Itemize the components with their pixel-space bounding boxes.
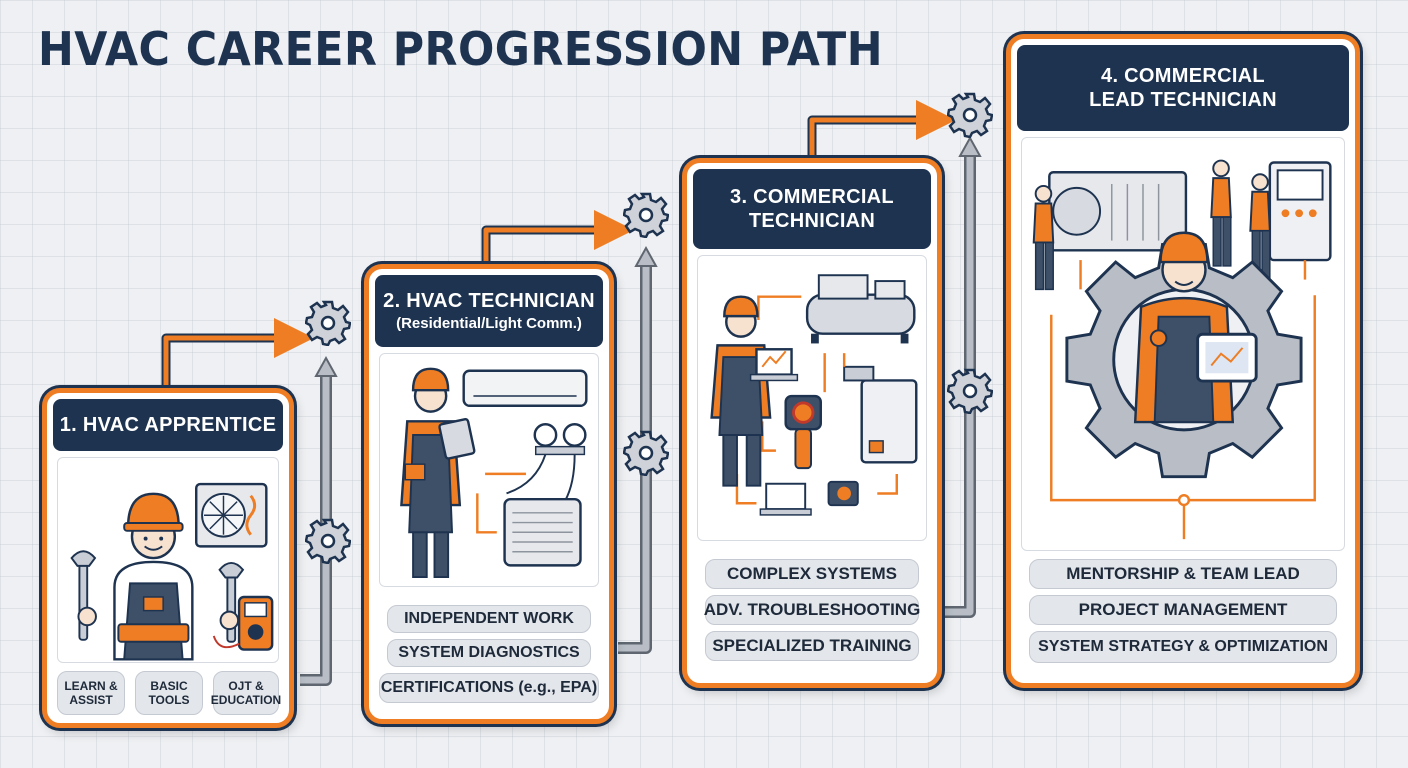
gear-icon [623,430,669,476]
gear-icon [305,518,351,564]
stage-card-commercial-lead-technician: 4. COMMERCIAL LEAD TECHNICIAN [1006,34,1360,688]
stage-card-commercial-technician: 3. COMMERCIAL TECHNICIAN [682,158,942,688]
stage-title: 3. COMMERCIAL [730,186,894,208]
arrow-stage3-to-4 [807,115,938,158]
stage-subtitle: (Residential/Light Comm.) [396,315,582,332]
stage-header: 4. COMMERCIAL LEAD TECHNICIAN [1017,45,1349,131]
skill-pill: INDEPENDENT WORK [387,605,591,633]
skill-pill: SYSTEM DIAGNOSTICS [387,639,591,667]
skill-pill: LEARN & ASSIST [57,671,125,715]
skill-pill: BASIC TOOLS [135,671,203,715]
stage-card-apprentice: 1. HVAC APPRENTICE [42,388,294,728]
arrow-stage1-to-2 [161,333,296,388]
stage-header: 3. COMMERCIAL TECHNICIAN [693,169,931,249]
stage-title-line2: TECHNICIAN [748,210,876,232]
stage-title: 2. HVAC TECHNICIAN [383,290,595,312]
stage-title: 4. COMMERCIAL [1101,65,1265,87]
gear-icon [305,300,351,346]
gear-icon [623,192,669,238]
gear-icon [947,368,993,414]
apprentice-with-tools-icon [57,457,279,663]
skill-pill: OJT & EDUCATION [211,671,281,715]
commercial-technician-laptop-icon [697,255,927,541]
skill-pill: CERTIFICATIONS (e.g., EPA) [379,673,599,703]
skill-pill: PROJECT MANAGEMENT [1029,595,1337,625]
arrow-stage2-to-3 [481,225,616,262]
skill-pill: ADV. TROUBLESHOOTING [704,595,920,625]
stage-header: 1. HVAC APPRENTICE [53,399,283,451]
skill-pill: MENTORSHIP & TEAM LEAD [1029,559,1337,589]
lead-technician-team-icon [1021,137,1345,551]
page-title: HVAC CAREER PROGRESSION PATH [38,22,883,76]
stage-card-hvac-technician: 2. HVAC TECHNICIAN (Residential/Light Co… [364,264,614,724]
technician-with-tablet-icon [379,353,599,587]
stage-title: 1. HVAC APPRENTICE [59,414,277,436]
gear-icon [947,92,993,138]
stage-title-line2: LEAD TECHNICIAN [1089,89,1277,111]
skill-pill: COMPLEX SYSTEMS [705,559,919,589]
skill-pill: SPECIALIZED TRAINING [705,631,919,661]
skill-pill: SYSTEM STRATEGY & OPTIMIZATION [1029,631,1337,663]
stage-header: 2. HVAC TECHNICIAN (Residential/Light Co… [375,275,603,347]
